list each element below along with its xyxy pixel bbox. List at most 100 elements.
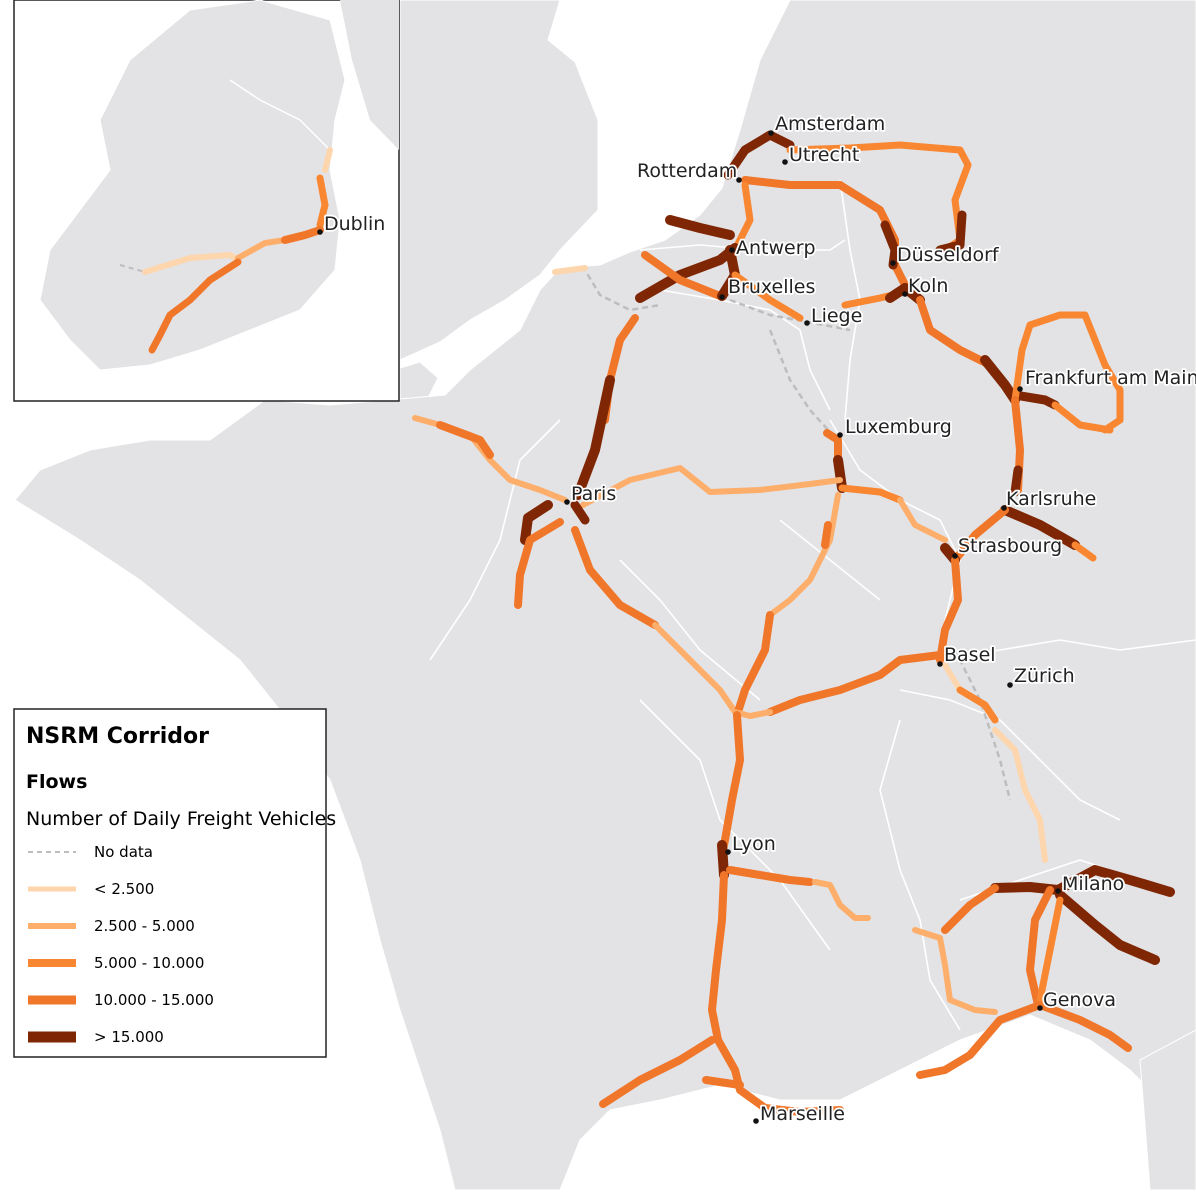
flow-routes [412, 130, 1175, 1116]
flow-segment [1000, 505, 1080, 550]
flow-segment [1055, 890, 1160, 965]
flow-segment [1010, 465, 1023, 497]
city-marker-utrecht: Utrecht [782, 142, 861, 168]
city-dot [1001, 505, 1007, 511]
flow-segment [316, 174, 329, 229]
nodata-routes [560, 268, 1012, 801]
flow-segment [552, 265, 588, 275]
flow-segment [766, 651, 944, 716]
flow-segment [951, 506, 1009, 564]
city-marker-dublin: Dublin [317, 211, 387, 237]
city-dot [753, 1118, 759, 1124]
nodata-route [729, 298, 851, 332]
flow-segment [731, 271, 804, 322]
flow-segment [641, 251, 724, 300]
legend-items: No data < 2.500 2.500 - 5.000 5.000 - 10.00… [28, 843, 214, 1046]
city-label: Düsseldorf [897, 244, 1000, 266]
legend-item-label: 5.000 - 10.000 [94, 954, 204, 972]
legend: NSRM Corridor Flows Number of Daily Frei… [13, 708, 336, 1058]
legend-item-label: 2.500 - 5.000 [94, 917, 195, 935]
city-label: Paris [571, 483, 616, 505]
city-marker-luxemburg: Luxemburg [837, 414, 954, 440]
city-marker-milano: Milano [1055, 871, 1126, 897]
legend-item: > 15.000 [28, 1028, 164, 1046]
flow-segment [885, 283, 925, 305]
city-label: Luxemburg [845, 416, 952, 438]
flow-segment [912, 927, 998, 1015]
city-label: Dublin [324, 213, 385, 235]
city-dot [719, 294, 725, 300]
city-label: Karlsruhe [1006, 488, 1096, 510]
flow-segment [821, 521, 832, 549]
city-dot [952, 553, 958, 559]
land-ireland [39, 0, 346, 371]
city-marker-amsterdam: Amsterdam [768, 111, 887, 137]
flow-segment [514, 518, 564, 609]
city-marker-dusseldorf: Düsseldorf [890, 242, 1002, 268]
land-italy-coast [1139, 1029, 1196, 1191]
flow-segment [235, 237, 288, 261]
city-marker-paris: Paris [564, 481, 618, 507]
city-marker-basel: Basel [937, 642, 997, 668]
flow-segment [916, 296, 994, 369]
city-dot [782, 159, 788, 165]
flow-segment [571, 526, 659, 629]
flow-segment [941, 884, 999, 934]
land-scotland-edge [340, 0, 399, 150]
city-marker-strasbourg: Strasbourg [952, 533, 1064, 559]
flow-segment [570, 500, 590, 525]
city-label: Koln [908, 275, 948, 297]
city-label: Liege [811, 305, 862, 327]
flow-segment [733, 611, 774, 719]
flow-segment [1011, 311, 1124, 434]
ireland-inset [13, 0, 400, 402]
city-dot [902, 291, 908, 297]
flow-segment [880, 220, 900, 270]
city-dot [768, 130, 774, 136]
legend-item-label: < 2.500 [94, 880, 154, 898]
flow-segment [833, 455, 847, 493]
flow-segment [916, 1001, 1044, 1079]
city-marker-marseille: Marseille [753, 1101, 847, 1127]
flow-segment [767, 492, 841, 618]
flow-segment [281, 226, 324, 244]
flow-segment [723, 130, 795, 180]
land-layer [14, 0, 1196, 1191]
ireland-border [229, 79, 331, 151]
city-marker-zurich: Zürich [1007, 663, 1076, 689]
city-label: Milano [1062, 873, 1124, 895]
city-dot [729, 247, 735, 253]
flow-segment [1026, 886, 1054, 1009]
flow-segment [714, 1036, 844, 1116]
flow-segment [708, 871, 728, 1044]
land-great-britain [399, 0, 599, 361]
flow-segment [812, 879, 871, 921]
city-label: Rotterdam [637, 160, 737, 182]
city-marker-liege: Liege [804, 303, 864, 329]
flow-segment [573, 375, 615, 500]
city-dot [1017, 386, 1023, 392]
flow-segment [1051, 401, 1114, 434]
land-continent [14, 0, 1196, 1191]
legend-field: Number of Daily Freight Vehicles [26, 808, 336, 830]
legend-subtitle: Flows [26, 771, 87, 793]
flow-segment [1036, 1001, 1132, 1052]
flow-segment [702, 1076, 744, 1089]
city-dot [804, 320, 810, 326]
legend-item-label: No data [94, 843, 153, 861]
city-label: Strasbourg [958, 535, 1062, 557]
city-label: Antwerp [736, 237, 816, 259]
city-label: Frankfurt am Main [1025, 367, 1196, 389]
city-marker-karlsruhe: Karlsruhe [1001, 486, 1098, 512]
flow-segment [148, 258, 242, 354]
nodata-route [560, 268, 661, 312]
flow-segment [935, 210, 967, 255]
flow-segment [1036, 896, 1064, 1004]
flow-segment [142, 251, 241, 275]
legend-item: 2.500 - 5.000 [28, 917, 195, 935]
city-marker-antwerp: Antwerp [729, 235, 817, 261]
city-marker-koln: Koln [902, 273, 950, 299]
city-dot [564, 499, 570, 505]
